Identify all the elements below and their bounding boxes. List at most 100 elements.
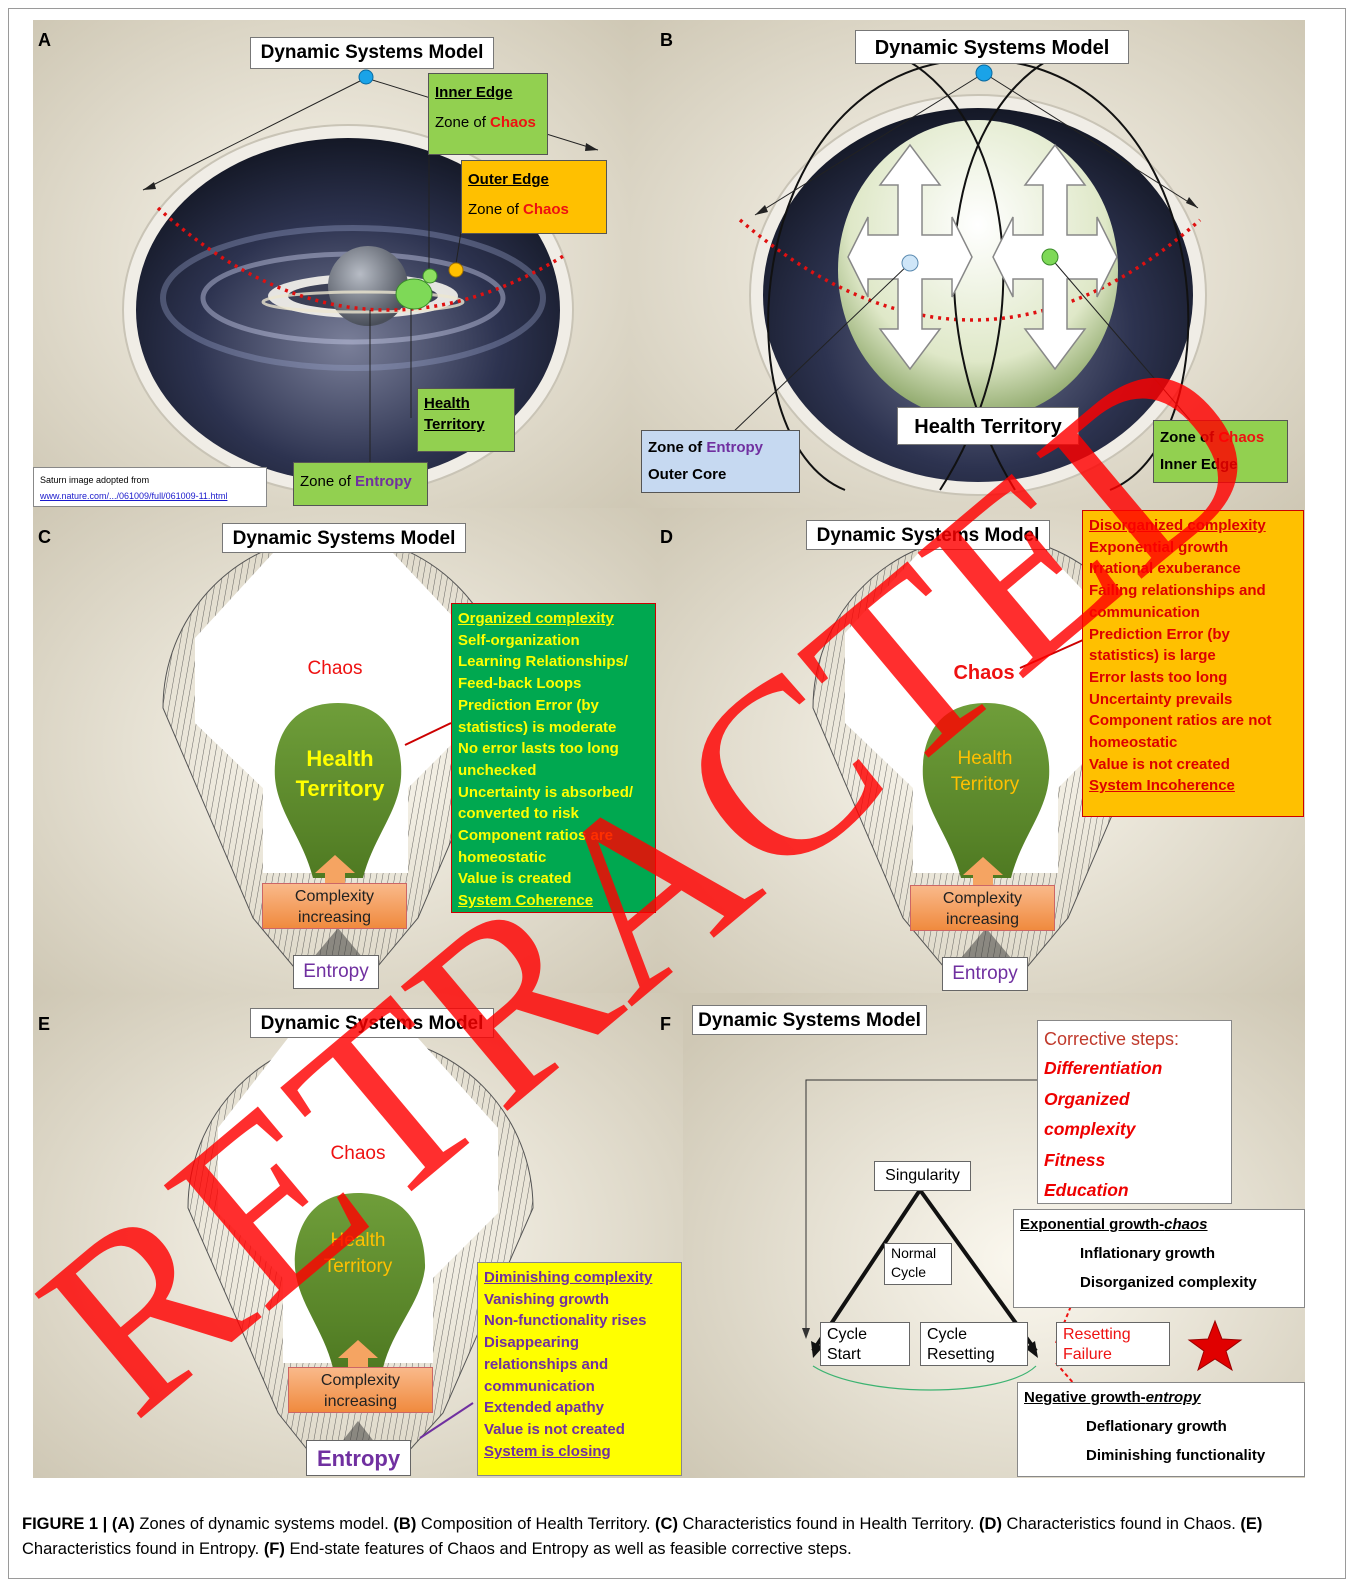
corrective-step: Fitness	[1044, 1149, 1106, 1170]
list-item: relationships and	[484, 1355, 609, 1373]
zone-chaos-line1-b: Zone of Chaos	[1160, 424, 1281, 451]
normal-cycle-line2: Cycle	[891, 1264, 927, 1280]
list-item: Vanishing growth	[484, 1290, 610, 1308]
list-item: Organized complexity	[458, 610, 614, 627]
zone-entropy-line2-b: Outer Core	[648, 466, 727, 483]
panel-d	[658, 508, 1305, 993]
list-item: Value is not created	[1089, 755, 1230, 773]
list-item: Self-organization	[458, 631, 580, 649]
zone-chaos-box-b: Zone of Chaos Inner Edge	[1153, 420, 1288, 483]
list-item: converted to risk	[458, 805, 579, 823]
list-item: System is closing	[484, 1442, 611, 1460]
cycle-resetting-box: Cycle Resetting	[920, 1322, 1028, 1366]
panel-b-title: Dynamic Systems Model	[855, 30, 1129, 64]
inner-edge-box: Inner Edge Zone of Chaos	[428, 73, 548, 155]
complexity-line1-e: Complexity	[320, 1372, 401, 1389]
neg-growth-title: Negative growth-entropy	[1024, 1383, 1298, 1412]
neg-growth-title-prefix: Negative growth-	[1024, 1389, 1146, 1406]
resetting-failure-box: Resetting Failure	[1056, 1322, 1170, 1366]
complexity-line1-d: Complexity	[942, 890, 1023, 907]
complexity-line1-c: Complexity	[294, 888, 375, 905]
list-item: Disappearing	[484, 1334, 580, 1352]
inner-edge-title: Inner Edge	[435, 84, 513, 101]
zone-entropy-prefix-a: Zone of	[300, 473, 356, 490]
list-item: unchecked	[458, 761, 537, 779]
outer-edge-title: Outer Edge	[468, 171, 549, 188]
caption-panel-tag: (C)	[655, 1515, 678, 1533]
normal-cycle-box: Normal Cycle	[884, 1243, 952, 1285]
corrective-step: Differentiation	[1044, 1058, 1163, 1078]
caption-panel-text: End-state features of Chaos and Entropy …	[284, 1540, 852, 1558]
health-territory-box-a: Health Territory	[417, 388, 515, 452]
zone-entropy-prefix-b: Zone of	[648, 439, 707, 456]
inner-edge-zone-word: Chaos	[490, 114, 536, 131]
list-item: Feed-back Loops	[458, 675, 582, 693]
list-item: homeostatic	[1089, 734, 1178, 752]
corrective-title: Corrective steps:	[1044, 1029, 1180, 1049]
image-credit: Saturn image adopted from www.nature.com…	[33, 467, 267, 507]
list-item: Exponential growth	[1089, 538, 1229, 556]
list-item: Non-functionality rises	[484, 1312, 647, 1330]
complexity-box-d: Complexity increasing	[910, 885, 1055, 931]
health-line1-c: Health	[306, 746, 374, 771]
panel-f-letter: F	[660, 1014, 671, 1034]
panel-d-background	[658, 508, 1305, 993]
panel-a	[33, 20, 630, 508]
complexity-line2-d: increasing	[946, 911, 1019, 928]
health-territory-label-b: Health Territory	[897, 407, 1079, 445]
chaos-label-e: Chaos	[330, 1143, 386, 1164]
zone-entropy-box-b: Zone of Entropy Outer Core	[641, 430, 800, 493]
list-item: Error lasts too long	[1089, 668, 1228, 686]
panel-e-title: Dynamic Systems Model	[250, 1008, 494, 1038]
caption-panel-tag: (A)	[111, 1515, 135, 1533]
panel-e-letter: E	[38, 1014, 51, 1034]
list-item: statistics) is large	[1089, 647, 1216, 665]
list-item: Extended apathy	[484, 1399, 605, 1417]
zone-chaos-line2-b: Inner Edge	[1160, 456, 1238, 473]
health-territory-label-a: Health Territory	[424, 395, 485, 433]
caption-figure-label: FIGURE 1 |	[22, 1515, 112, 1533]
caption-panel-tag: (D)	[979, 1515, 1002, 1533]
health-line1-d: Health	[957, 748, 1013, 769]
chaos-label-c: Chaos	[307, 658, 363, 679]
caption-panel-text: Characteristics found in Entropy.	[22, 1540, 264, 1558]
normal-cycle-line1: Normal	[891, 1245, 937, 1261]
exp-growth-title: Exponential growth-chaos	[1020, 1210, 1298, 1239]
exponential-growth-box: Exponential growth-chaos Inflationary gr…	[1013, 1209, 1305, 1308]
complexity-arrow-c	[315, 855, 355, 885]
caption-panel-text: Characteristics found in Chaos.	[1001, 1515, 1241, 1533]
entropy-label-d: Entropy	[942, 957, 1028, 991]
list-item: homeostatic	[458, 848, 547, 866]
list-item: statistics) is moderate	[458, 718, 617, 736]
entropy-label-e: Entropy	[306, 1440, 411, 1476]
caption-panel-tag: (B)	[393, 1515, 417, 1533]
caption-panel-text: Zones of dynamic systems model.	[134, 1515, 394, 1533]
complexity-box-c: Complexity increasing	[262, 883, 407, 929]
singularity-box: Singularity	[874, 1161, 971, 1191]
health-line2-e: Territory	[323, 1256, 393, 1277]
neg-growth-title-word: entropy	[1145, 1389, 1201, 1406]
panel-f-title: Dynamic Systems Model	[692, 1005, 927, 1035]
list-item: communication	[1089, 603, 1200, 621]
list-item: Component ratios are not	[1089, 712, 1272, 730]
list-item: Disorganized complexity	[1089, 517, 1266, 534]
list-item: Value is not created	[484, 1420, 625, 1438]
image-credit-link[interactable]: www.nature.com/.../061009/full/061009-11…	[40, 491, 228, 501]
zone-chaos-prefix-b: Zone of	[1160, 429, 1219, 446]
complexity-arrow-d	[963, 857, 1003, 887]
list-item: Prediction Error (by	[458, 696, 599, 714]
outer-edge-box: Outer Edge Zone of Chaos	[461, 160, 607, 234]
list-item: communication	[484, 1377, 595, 1395]
list-item: Uncertainty is absorbed/	[458, 783, 634, 801]
health-territory-d: Health Territory	[925, 746, 1045, 798]
exp-growth-line2: Disorganized complexity	[1080, 1274, 1257, 1291]
chaos-label-d: Chaos	[953, 662, 1015, 684]
list-item: Value is created	[458, 870, 572, 888]
image-credit-line1: Saturn image adopted from	[40, 475, 150, 485]
cycle-resetting-line1: Cycle	[927, 1326, 968, 1343]
neg-growth-line1: Deflationary growth	[1086, 1418, 1227, 1435]
